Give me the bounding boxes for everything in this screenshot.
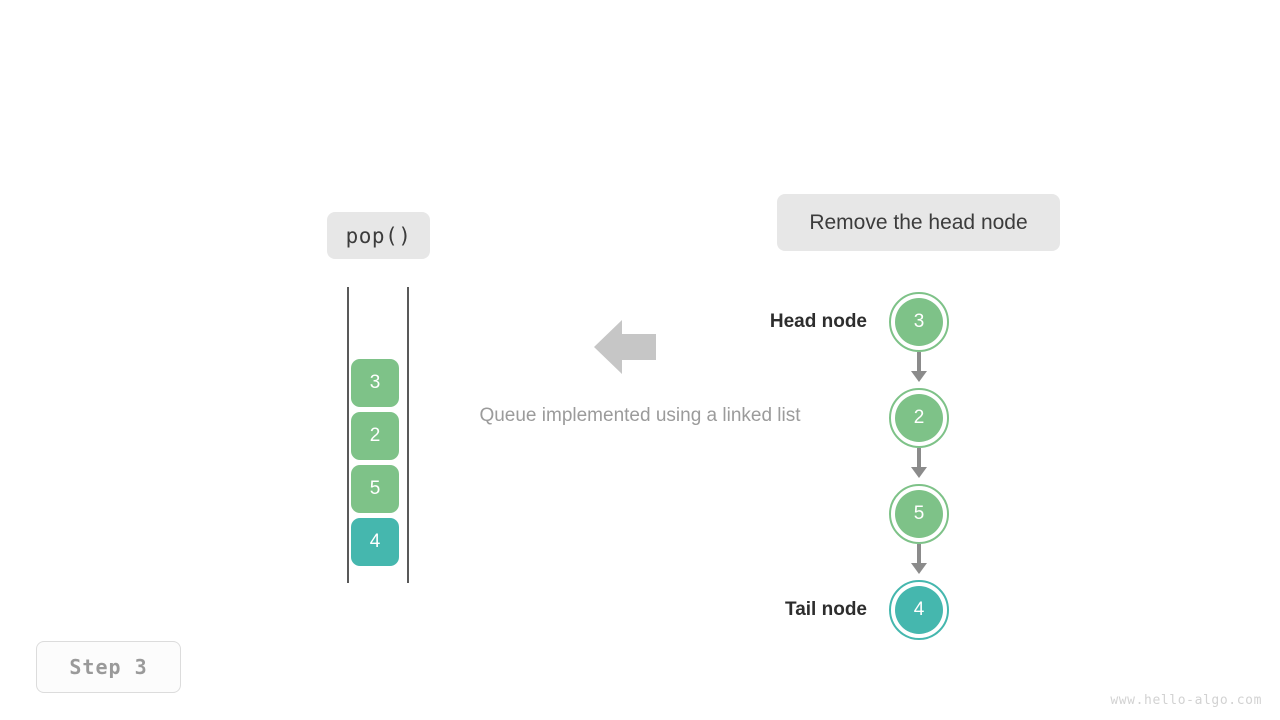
queue-cell-value: 4 [369, 531, 381, 552]
action-description-label: Remove the head node [777, 194, 1060, 251]
node-connector-arrowhead-icon [911, 467, 927, 478]
diagram-caption: Queue implemented using a linked list [479, 405, 801, 426]
node-disc [895, 586, 943, 634]
node-ring [889, 484, 949, 544]
transfer-left-arrow-icon [594, 320, 656, 374]
step-badge: Step 3 [36, 641, 181, 693]
list-node: 4 [889, 580, 949, 640]
node-ring [889, 292, 949, 352]
node-ring [889, 580, 949, 640]
queue-cell-value: 3 [369, 372, 381, 393]
queue-cell: 5 [351, 465, 399, 513]
queue-cell: 4 [351, 518, 399, 566]
watermark: www.hello-algo.com [1110, 693, 1262, 708]
node-value: 2 [913, 407, 925, 428]
node-connector [917, 448, 921, 467]
queue-cell: 3 [351, 359, 399, 407]
node-connector-arrowhead-icon [911, 371, 927, 382]
queue-cell: 2 [351, 412, 399, 460]
operation-label: pop() [327, 212, 430, 259]
node-ring [889, 388, 949, 448]
queue-rail-right [407, 287, 409, 583]
queue-cell-value: 5 [369, 478, 381, 499]
node-disc [895, 298, 943, 346]
node-value: 3 [913, 311, 925, 332]
queue-cell-value: 2 [369, 425, 381, 446]
linked-list: Head node 3 2 5 Tail node 4 [755, 286, 975, 646]
node-connector [917, 352, 921, 371]
node-disc [895, 490, 943, 538]
head-node-label: Head node [769, 311, 867, 332]
queue-column: 3 2 5 4 [340, 280, 420, 592]
node-connector [917, 544, 921, 563]
list-node: 2 [889, 388, 949, 448]
list-node: 5 [889, 484, 949, 544]
node-disc [895, 394, 943, 442]
list-node: 3 [889, 292, 949, 352]
tail-node-label: Tail node [785, 599, 867, 620]
node-value: 4 [913, 599, 925, 620]
node-connector-arrowhead-icon [911, 563, 927, 574]
queue-rail-left [347, 287, 349, 583]
node-value: 5 [913, 503, 925, 524]
